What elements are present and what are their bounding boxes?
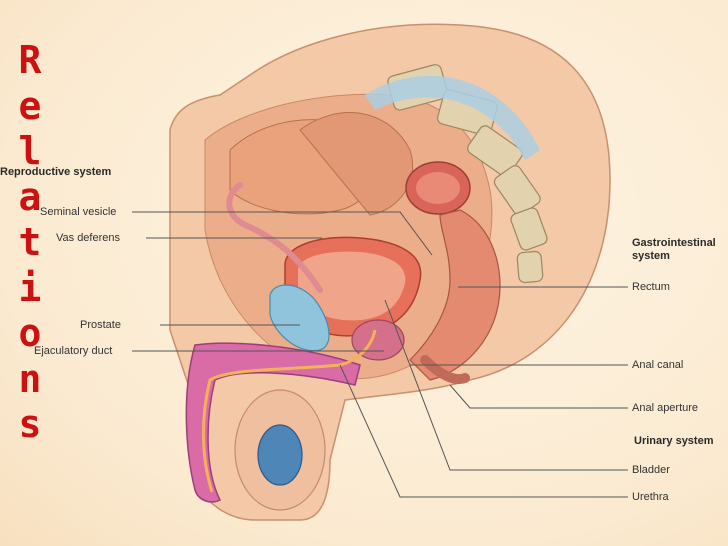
- title-letter: R: [18, 38, 42, 82]
- title-letter: o: [18, 311, 42, 355]
- label-ejaculatory-duct: Ejaculatory duct: [34, 345, 113, 357]
- vas-deferens-tube: [226, 182, 323, 293]
- label-vas-deferens: Vas deferens: [56, 232, 121, 244]
- sigmoid-lumen: [416, 172, 460, 204]
- title-letter: s: [18, 402, 42, 446]
- label-seminal-vesicle: Seminal vesicle: [40, 206, 117, 218]
- penis-shape: [185, 342, 361, 503]
- anal-sphincter: [420, 355, 470, 384]
- label-prostate: Prostate: [80, 319, 121, 331]
- leader-lines-right: [339, 286, 628, 498]
- intestines: [229, 112, 414, 216]
- label-gastrointestinal-line1: Gastrointestinal: [632, 237, 716, 249]
- rectum-shape: [409, 209, 501, 381]
- label-urethra: Urethra: [632, 491, 669, 503]
- label-anal-aperture: Anal aperture: [632, 402, 699, 414]
- label-rectum: Rectum: [632, 281, 670, 293]
- label-urinary-system: Urinary system: [634, 435, 714, 447]
- title-letter: i: [18, 265, 42, 310]
- title-letter: e: [18, 83, 42, 128]
- seminal-vesicle-shape: [269, 284, 330, 352]
- title-letter: t: [18, 220, 42, 264]
- urethra-tube: [201, 329, 377, 493]
- title-letter: n: [18, 356, 42, 401]
- label-anal-canal: Anal canal: [632, 359, 684, 371]
- title-letter: l: [18, 129, 42, 173]
- vertical-title: R e l a t i o n s: [10, 38, 50, 448]
- label-gastrointestinal-line2: system: [632, 250, 670, 262]
- leader-lines-left: [132, 211, 433, 352]
- sacrum: [387, 64, 548, 284]
- fascia-strip: [365, 75, 540, 160]
- label-bladder: Bladder: [632, 464, 670, 476]
- bladder-wall: [298, 251, 406, 321]
- testis-shape: [257, 424, 303, 486]
- label-reproductive-system: Reproductive system: [0, 166, 112, 178]
- title-letter: a: [18, 174, 42, 219]
